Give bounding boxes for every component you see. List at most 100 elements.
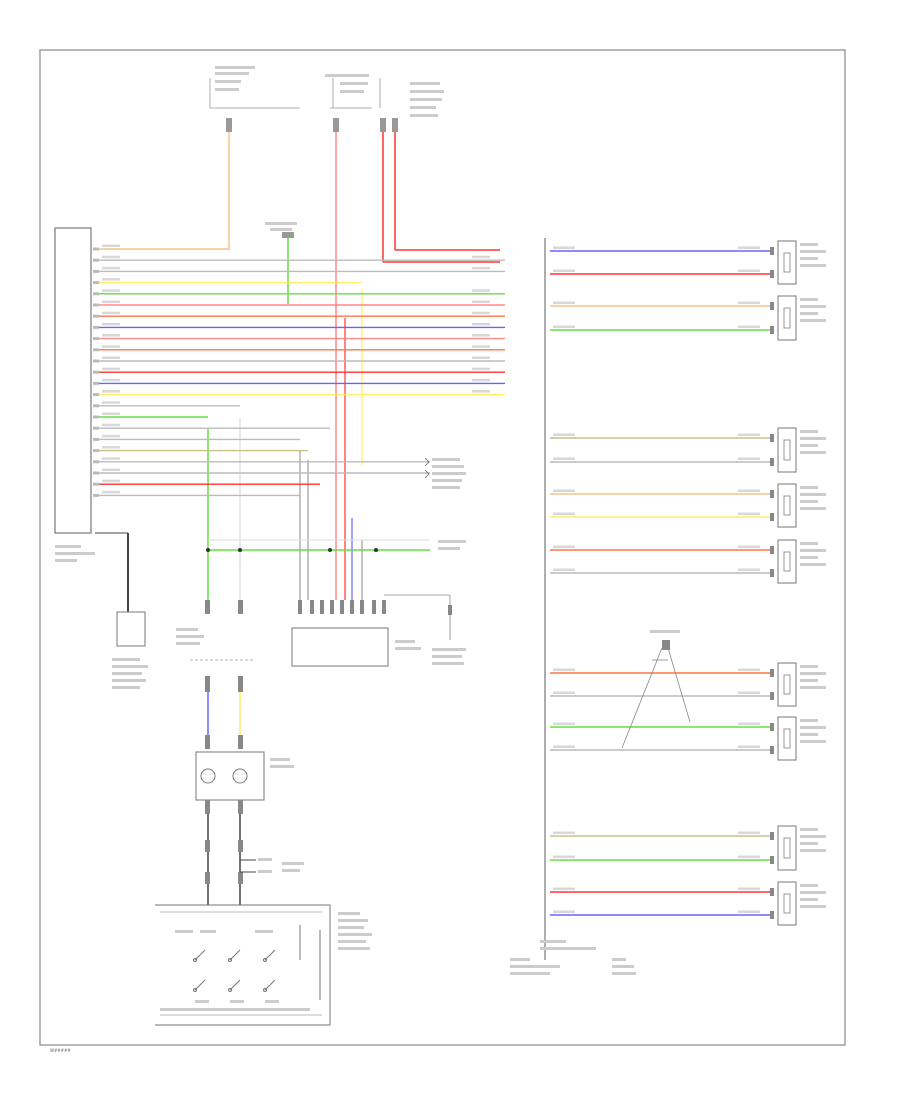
speaker-device-label [800,740,826,743]
right-wire-terminal [770,490,774,498]
speaker-device-box [777,716,797,761]
left-pin-label [93,303,99,307]
right-wire-terminal [770,434,774,442]
radio-connector-label [55,545,95,562]
speaker-device-label [800,549,826,552]
right-wire-terminal [770,669,774,677]
left-wire-color-label [102,412,120,415]
left-harness-wires [93,244,505,497]
right-wire-end-label [738,910,760,913]
left-pin-label [93,493,99,497]
speaker-device-label [800,486,818,489]
right-wire-color-label [553,910,575,913]
right-wire-terminal [770,856,774,864]
left-pin-label [93,325,99,329]
left-wire-color-label [102,479,120,483]
right-wire-end-label [738,668,760,671]
right-wire-end-label [738,855,760,858]
ground-bus [206,539,466,552]
right-wire-end-label [738,831,760,834]
left-wire-color-label [102,300,120,303]
speaker-device-label [800,305,826,308]
speaker-device-label [800,430,818,433]
antenna-module [95,532,148,689]
right-wire-color-label [553,691,575,694]
left-pin-label [93,269,99,273]
left-wire-end-label [472,322,490,326]
speaker-device-label [800,556,818,559]
diagram-code: W##### [50,1048,71,1053]
left-wire-color-label [102,468,120,471]
right-wire-color-label [553,489,575,492]
speaker-device-box [777,881,797,926]
speaker-device-label [800,298,818,301]
right-wire-end-label [738,887,760,890]
vertical-supply-wires [207,132,500,600]
left-wire-color-label [102,367,120,371]
left-wire-end-label [472,390,490,393]
right-wire-terminal [770,746,774,754]
right-wire-end-label [738,512,760,515]
left-wire-color-label [102,311,120,315]
speaker-device-box [777,539,797,584]
left-pin-label [93,281,99,285]
right-wire-terminal [770,911,774,919]
left-pin-label [93,258,99,262]
speaker-device-label [800,726,826,729]
left-wire-color-label [102,434,120,438]
right-wire-color-label [553,855,575,858]
right-speaker-wires [550,246,774,919]
speaker-device-symbol [783,252,791,273]
speaker-device-symbol [783,674,791,695]
left-pin-label [93,449,99,453]
steering-wheel-switches [155,904,372,1026]
left-wire-color-label [102,356,120,359]
right-wire-color-label [553,433,575,436]
left-pin-label [93,337,99,341]
left-wire-color-label [102,278,120,281]
left-wire-color-label [102,378,120,382]
radio-connector-block [54,227,92,534]
top-power-sources [209,66,444,132]
left-pin-label [93,426,99,430]
clock-spring-connector [176,600,255,749]
right-wire-color-label [553,325,575,328]
left-wire-end-label [472,378,490,382]
speaker-device-box [777,295,797,341]
right-wire-color-label [553,668,575,671]
speaker-device-symbol [783,837,791,859]
right-wire-terminal [770,832,774,840]
speaker-device-label [800,437,826,440]
right-wire-color-label [553,545,575,548]
speaker-device-label [800,835,826,838]
speaker-device-box [777,240,797,285]
left-wire-end-label [472,311,490,315]
left-wire-color-label [102,390,120,393]
right-wire-color-label [553,512,575,515]
left-pin-label [93,404,99,408]
left-pin-label [93,471,99,475]
speaker-device-symbol [783,728,791,749]
right-wire-terminal [770,326,774,334]
speaker-device-label [800,719,818,722]
right-wire-end-label [738,457,760,460]
left-pin-label [93,247,99,251]
left-pin-label [93,393,99,397]
diagram-border [39,49,846,1046]
left-wire-color-label [102,401,120,404]
left-pin-label [93,460,99,464]
right-wire-end-label [738,433,760,436]
speaker-device-label [800,898,818,901]
side-connector-label [424,457,466,489]
left-wire-color-label [102,334,120,337]
right-wire-color-label [553,745,575,748]
left-pin-label [93,292,99,296]
right-wire-terminal [770,546,774,554]
right-wire-color-label [553,831,575,834]
speaker-device-label [800,312,818,315]
speaker-device-label [800,679,818,682]
speaker-device-label [800,250,826,253]
speaker-device-label [800,264,826,267]
speaker-device-label [800,905,826,908]
